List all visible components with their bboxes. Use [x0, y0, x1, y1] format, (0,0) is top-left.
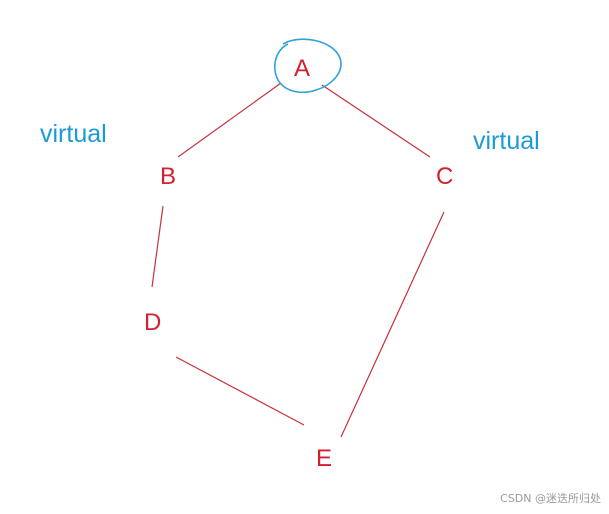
annotation-virtual-left: virtual	[40, 120, 107, 148]
edge-d-e	[175, 356, 305, 426]
edge-a-c	[321, 84, 431, 158]
edge-a-b	[177, 82, 282, 158]
node-b: B	[160, 163, 176, 190]
annotation-virtual-right: virtual	[473, 127, 540, 155]
node-c: C	[436, 163, 453, 190]
node-e: E	[316, 445, 332, 472]
edge-c-e	[340, 211, 445, 438]
node-d: D	[144, 309, 161, 336]
highlight-circle	[274, 38, 342, 94]
watermark: CSDN @迷迭所归处	[500, 492, 601, 505]
edge-b-d	[151, 205, 164, 288]
node-a: A	[294, 55, 310, 82]
